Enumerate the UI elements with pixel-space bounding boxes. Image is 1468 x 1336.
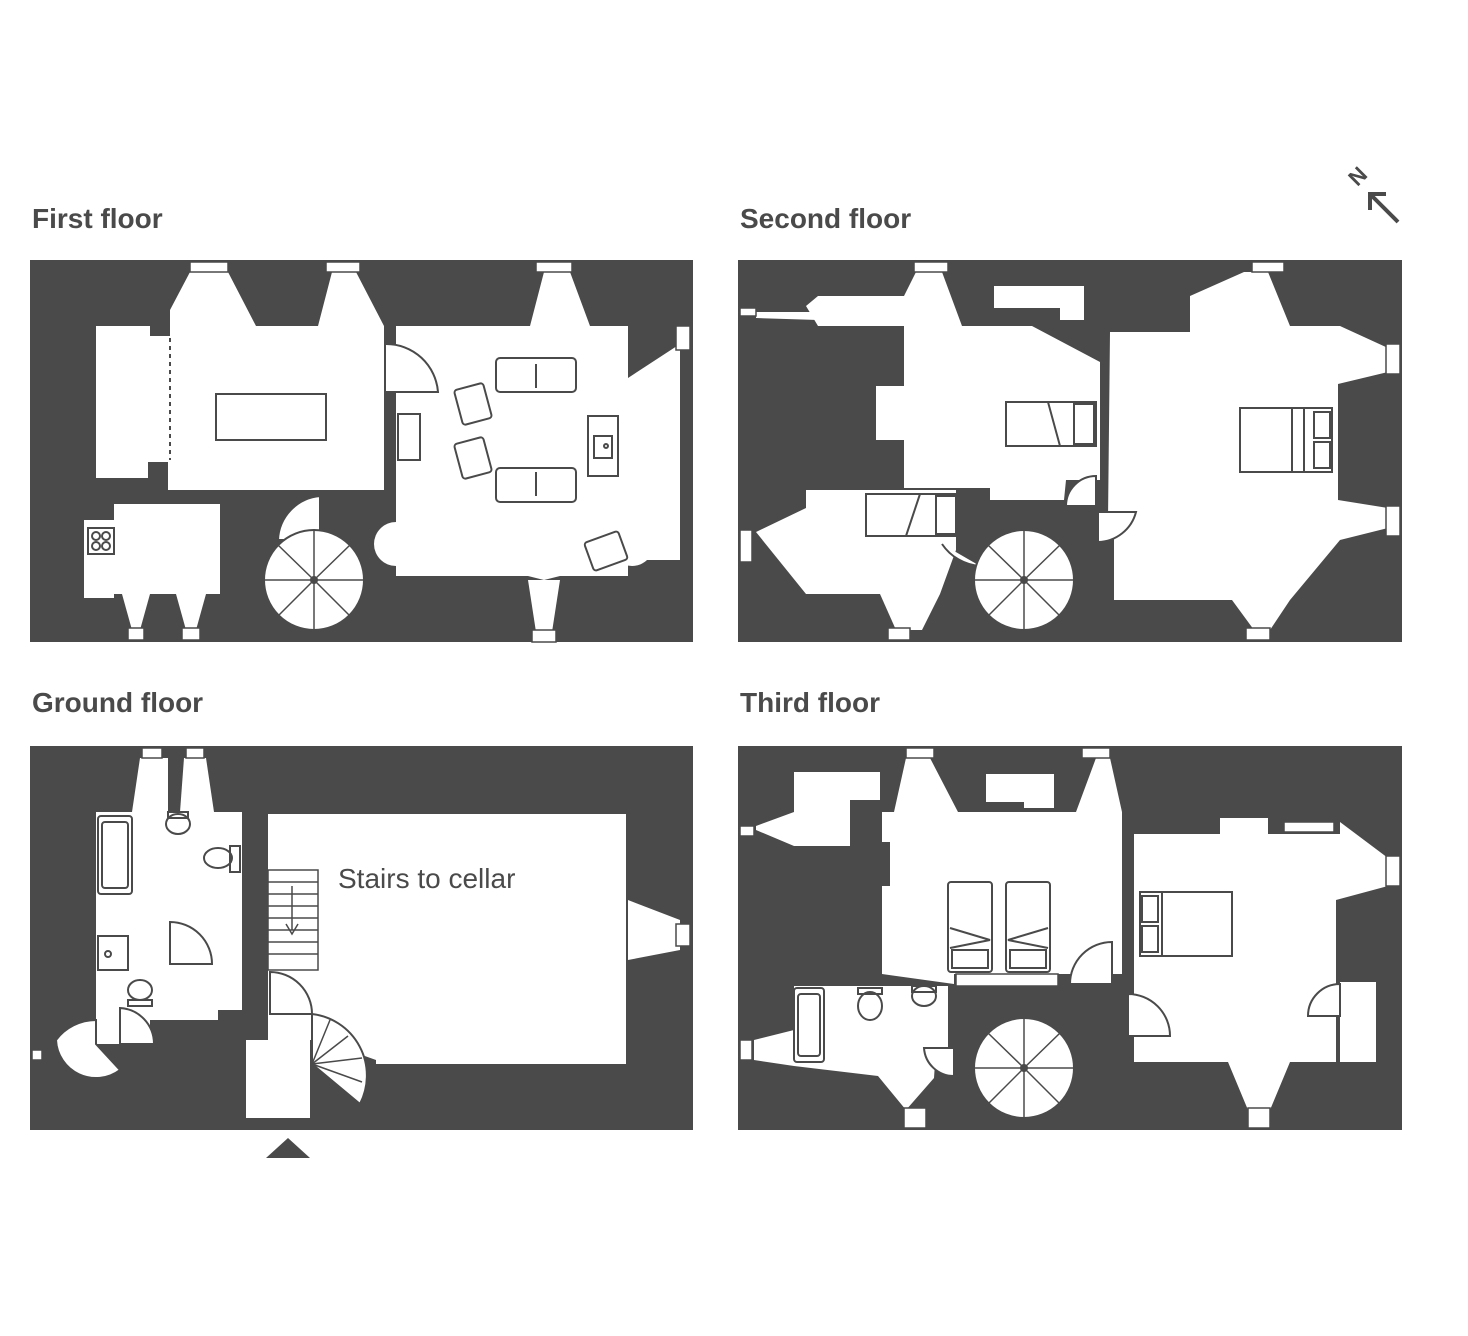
spiral-staircase — [263, 494, 365, 631]
spiral-staircase — [311, 1012, 368, 1106]
ground-floor-title: Ground floor — [32, 687, 203, 718]
spiral-staircase — [973, 1017, 1075, 1119]
first-floor-plan — [30, 260, 693, 643]
ground-floor-plan: Stairs to cellar — [30, 746, 693, 1158]
spiral-staircase — [941, 474, 1138, 631]
third-floor-plan — [738, 746, 1402, 1130]
entrance-arrow-icon — [266, 1138, 310, 1158]
first-floor-title: First floor — [32, 203, 163, 234]
north-arrow-icon: N — [1343, 162, 1400, 224]
cellar-stairs — [267, 869, 319, 971]
north-letter: N — [1343, 162, 1372, 191]
stairs-to-cellar-label: Stairs to cellar — [338, 863, 515, 894]
third-floor-title: Third floor — [740, 687, 880, 718]
second-floor-title: Second floor — [740, 203, 911, 234]
second-floor-plan — [738, 260, 1402, 642]
